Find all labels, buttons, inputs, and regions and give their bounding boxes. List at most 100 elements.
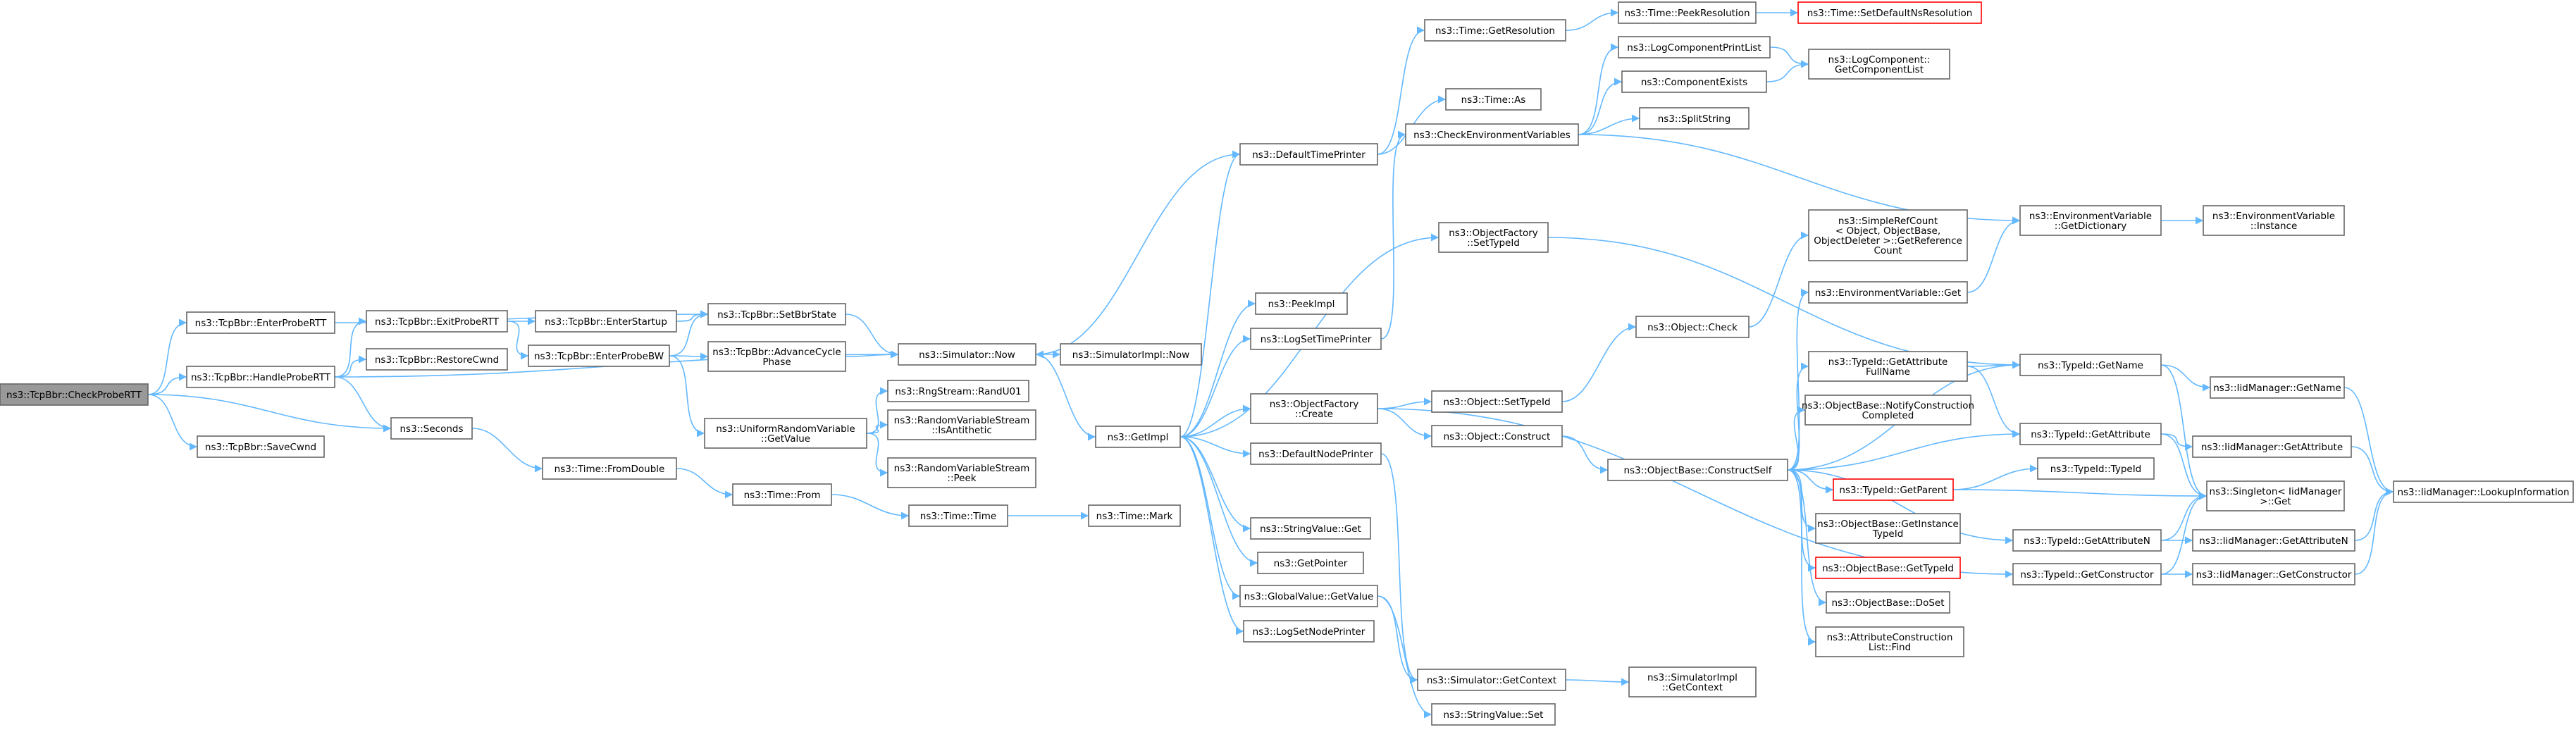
node-box [1797, 1, 1982, 24]
edge-global-value-get-value-to-sim-get-context [1377, 595, 1418, 684]
node-string-value-get[interactable]: ns3::StringValue::Get [1250, 517, 1371, 540]
node-check-env-vars[interactable]: ns3::CheckEnvironmentVariables [1405, 123, 1579, 146]
node-typeid-get-constructor[interactable]: ns3::TypeId::GetConstructor [2012, 563, 2162, 585]
node-iidm-get-constructor[interactable]: ns3::IidManager::GetConstructor [2192, 563, 2355, 585]
node-box [1826, 591, 1950, 614]
node-sim-get-context[interactable]: ns3::Simulator::GetContext [1417, 669, 1566, 691]
node-rng-rand-u01[interactable]: ns3::RngStream::RandU01 [887, 380, 1029, 402]
edge-time-from-to-time-time [831, 494, 910, 520]
node-exit-probe-rtt[interactable]: ns3::TcpBbr::ExitProbeRTT [366, 310, 508, 333]
node-typeid-get-parent[interactable]: ns3::TypeId::GetParent [1833, 478, 1954, 501]
node-typeid-typeid[interactable]: ns3::TypeId::TypeId [2037, 457, 2155, 480]
node-peek-impl[interactable]: ns3::PeekImpl [1255, 292, 1348, 315]
edge-typeid-get-name-to-singleton-get [2160, 364, 2207, 500]
node-log-set-node-printer[interactable]: ns3::LogSetNodePrinter [1243, 620, 1375, 643]
node-set-bbr-state[interactable]: ns3::TcpBbr::SetBbrState [707, 303, 846, 325]
edge-seconds-to-time-from-double [471, 428, 543, 473]
node-iidm-get-name[interactable]: ns3::IidManager::GetName [2210, 376, 2345, 399]
node-label: ns3::TcpBbr::ExitProbeRTT [375, 316, 500, 328]
node-singleton-get[interactable]: ns3::Singleton< IidManager>::Get [2206, 480, 2345, 511]
node-box [2019, 205, 2162, 236]
node-box [1088, 504, 1181, 527]
node-rvs-peek[interactable]: ns3::RandomVariableStream::Peek [887, 457, 1036, 488]
node-env-var-get-dictionary[interactable]: ns3::EnvironmentVariable::GetDictionary [2019, 205, 2162, 236]
node-object-construct[interactable]: ns3::Object::Construct [1431, 425, 1563, 447]
node-time-from[interactable]: ns3::Time::From [732, 483, 832, 506]
node-box [1250, 517, 1371, 540]
node-time-set-default-ns-res[interactable]: ns3::Time::SetDefaultNsResolution [1797, 1, 1982, 24]
node-get-pointer[interactable]: ns3::GetPointer [1257, 552, 1364, 574]
edge-typeid-get-attribute-to-iidm-get-attribute [2160, 433, 2193, 451]
node-seconds[interactable]: ns3::Seconds [390, 417, 473, 440]
node-log-set-time-printer[interactable]: ns3::LogSetTimePrinter [1250, 328, 1382, 350]
node-iidm-get-attribute-n[interactable]: ns3::IidManager::GetAttributeN [2192, 529, 2355, 552]
edge-log-set-time-printer-to-check-env-vars [1380, 130, 1406, 340]
node-label: ns3::Simulator::Now [919, 349, 1015, 361]
node-time-get-resolution[interactable]: ns3::Time::GetResolution [1424, 19, 1566, 42]
node-label: ::GetContext [1662, 682, 1723, 693]
node-sim-now[interactable]: ns3::Simulator::Now [898, 343, 1036, 366]
node-check-probe-rtt[interactable]: ns3::TcpBbr::CheckProbeRTT [0, 383, 149, 406]
node-label: ns3::TcpBbr::EnterProbeBW [534, 351, 664, 362]
node-default-time-printer[interactable]: ns3::DefaultTimePrinter [1239, 143, 1378, 166]
node-box [1621, 70, 1767, 93]
node-of-set-type-id[interactable]: ns3::ObjectFactory::SetTypeId [1438, 222, 1549, 253]
node-handle-probe-rtt[interactable]: ns3::TcpBbr::HandleProbeRTT [186, 366, 335, 388]
node-object-check[interactable]: ns3::Object::Check [1635, 316, 1750, 338]
node-typeid-get-name[interactable]: ns3::TypeId::GetName [2019, 354, 2162, 376]
node-time-time[interactable]: ns3::Time::Time [908, 504, 1008, 527]
node-of-create[interactable]: ns3::ObjectFactory::Create [1250, 393, 1378, 424]
node-rvs-is-antithetic[interactable]: ns3::RandomVariableStream::IsAntithetic [887, 409, 1036, 440]
node-global-value-get-value[interactable]: ns3::GlobalValue::GetValue [1239, 585, 1378, 607]
node-urv-get-value[interactable]: ns3::UniformRandomVariable::GetValue [704, 418, 867, 449]
edge-set-bbr-state-to-sim-now [845, 314, 899, 359]
node-log-component-get-list[interactable]: ns3::LogComponent::GetComponentList [1808, 49, 1950, 80]
node-split-string[interactable]: ns3::SplitString [1639, 107, 1750, 130]
node-objectbase-construct-self[interactable]: ns3::ObjectBase::ConstructSelf [1607, 459, 1788, 481]
node-env-var-instance[interactable]: ns3::EnvironmentVariable::Instance [2203, 205, 2345, 236]
edge-default-time-printer-to-sim-now [1035, 154, 1241, 359]
node-typeid-get-attribute[interactable]: ns3::TypeId::GetAttribute [2019, 423, 2162, 445]
node-enter-probe-rtt[interactable]: ns3::TcpBbr::EnterProbeRTT [186, 311, 335, 334]
node-restore-cwnd[interactable]: ns3::TcpBbr::RestoreCwnd [366, 348, 508, 371]
node-simimpl-now[interactable]: ns3::SimulatorImpl::Now [1060, 343, 1202, 366]
node-iidm-lookup-information[interactable]: ns3::IidManager::LookupInformation [2393, 480, 2574, 503]
edge-urv-get-value-to-rvs-is-antithetic [866, 421, 888, 434]
node-label: ns3::TcpBbr::EnterStartup [545, 316, 667, 328]
node-box [1607, 459, 1788, 481]
node-simimpl-get-context[interactable]: ns3::SimulatorImpl::GetContext [1628, 666, 1757, 697]
node-objectbase-do-set[interactable]: ns3::ObjectBase::DoSet [1826, 591, 1950, 614]
node-box [2037, 457, 2155, 480]
node-objectbase-get-typeid[interactable]: ns3::ObjectBase::GetTypeId [1815, 557, 1961, 579]
node-component-exists[interactable]: ns3::ComponentExists [1621, 70, 1767, 93]
node-iidm-get-attribute[interactable]: ns3::IidManager::GetAttribute [2192, 435, 2352, 458]
node-enter-probe-bw[interactable]: ns3::TcpBbr::EnterProbeBW [528, 345, 670, 367]
node-time-mark[interactable]: ns3::Time::Mark [1088, 504, 1181, 527]
node-label: ns3::EnvironmentVariable::Get [1815, 287, 1961, 299]
node-enter-startup[interactable]: ns3::TcpBbr::EnterStartup [535, 310, 677, 333]
node-default-node-printer[interactable]: ns3::DefaultNodePrinter [1250, 442, 1382, 465]
node-simple-ref-count[interactable]: ns3::SimpleRefCount< Object, ObjectBase,… [1808, 209, 1968, 261]
edge-objectbase-construct-self-to-objectbase-do-set [1787, 469, 1827, 607]
node-env-var-get[interactable]: ns3::EnvironmentVariable::Get [1808, 281, 1968, 304]
node-log-component-print-list[interactable]: ns3::LogComponentPrintList [1618, 36, 1771, 58]
node-string-value-set[interactable]: ns3::StringValue::Set [1431, 703, 1556, 726]
node-save-cwnd[interactable]: ns3::TcpBbr::SaveCwnd [197, 435, 325, 458]
edge-check-env-vars-to-log-component-print-list [1578, 43, 1619, 135]
edge-urv-get-value-to-rvs-peek [866, 433, 888, 477]
edge-log-component-print-list-to-log-component-get-list [1769, 46, 1809, 68]
node-time-peek-resolution[interactable]: ns3::Time::PeekResolution [1618, 1, 1757, 24]
node-label: ns3::TypeId::TypeId [2050, 464, 2142, 475]
node-time-from-double[interactable]: ns3::Time::FromDouble [542, 457, 677, 480]
node-get-impl[interactable]: ns3::GetImpl [1095, 426, 1181, 448]
node-object-set-type-id[interactable]: ns3::Object::SetTypeId [1431, 390, 1563, 413]
node-typeid-get-attribute-n[interactable]: ns3::TypeId::GetAttributeN [2012, 529, 2162, 552]
node-time-as[interactable]: ns3::Time::As [1445, 88, 1542, 111]
node-label: ns3::SimpleRefCount [1838, 216, 1938, 227]
node-notify-construction-completed[interactable]: ns3::ObjectBase::NotifyConstructionCompl… [1802, 395, 1974, 426]
edge-sim-get-context-to-simimpl-get-context [1565, 678, 1630, 686]
